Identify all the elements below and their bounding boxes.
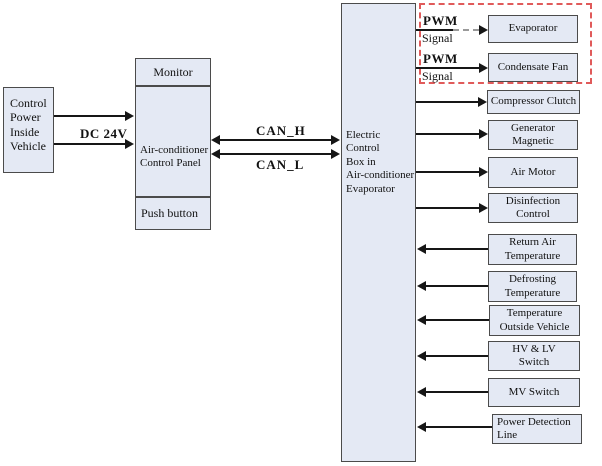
- arrowhead-right-icon: [331, 135, 340, 145]
- node-temperature-outside-vehicle: Temperature Outside Vehicle: [489, 305, 580, 336]
- node-push-button: Push button: [135, 197, 211, 230]
- arrowhead-left-icon: [417, 351, 426, 361]
- arrowhead-right-icon: [331, 149, 340, 159]
- node-control-power-inside-vehicle: Control Power Inside Vehicle: [3, 87, 54, 173]
- arrowhead-right-icon: [125, 111, 134, 121]
- arrowhead-left-icon: [417, 315, 426, 325]
- arrowhead-left-icon: [211, 135, 220, 145]
- arrowhead-left-icon: [417, 422, 426, 432]
- label-signal-1: Signal: [422, 31, 453, 45]
- label-pwm-2: PWM: [423, 51, 458, 66]
- node-electric-control-box: Electric Control Box in Air-conditioner …: [341, 3, 416, 462]
- node-generator-magnetic: Generator Magnetic: [488, 120, 578, 150]
- arrowhead-right-icon: [479, 167, 488, 177]
- node-compressor-clutch: Compressor Clutch: [487, 90, 580, 114]
- arrowhead-right-icon: [125, 139, 134, 149]
- node-return-air-temperature: Return Air Temperature: [488, 234, 577, 265]
- arrowhead-left-icon: [417, 281, 426, 291]
- node-power-detection-line: Power Detection Line: [492, 414, 582, 444]
- arrowhead-left-icon: [211, 149, 220, 159]
- node-mv-switch: MV Switch: [488, 378, 580, 407]
- arrowhead-right-icon: [479, 25, 488, 35]
- label-dc-24v: DC 24V: [80, 126, 128, 141]
- pwm-group-outline: [419, 3, 592, 84]
- label-can-h: CAN_H: [256, 123, 306, 138]
- node-disinfection-control: Disinfection Control: [488, 193, 578, 223]
- arrowhead-right-icon: [479, 129, 488, 139]
- label-pwm-1: PWM: [423, 13, 458, 28]
- dashed-line-segment: [453, 29, 479, 31]
- arrowhead-right-icon: [479, 63, 488, 73]
- node-evaporator: Evaporator: [488, 15, 578, 43]
- node-air-motor: Air Motor: [488, 157, 578, 188]
- node-monitor: Monitor: [135, 58, 211, 86]
- node-condensate-fan: Condensate Fan: [488, 53, 578, 82]
- label-signal-2: Signal: [422, 69, 453, 83]
- arrowhead-right-icon: [478, 97, 487, 107]
- arrowhead-left-icon: [417, 244, 426, 254]
- label-can-l: CAN_L: [256, 157, 305, 172]
- arrowhead-left-icon: [417, 387, 426, 397]
- node-air-conditioner-control-panel: Air-conditioner Control Panel: [135, 86, 211, 197]
- node-hv-lv-switch: HV & LV Switch: [488, 341, 580, 371]
- node-defrosting-temperature: Defrosting Temperature: [488, 271, 577, 302]
- arrowhead-right-icon: [479, 203, 488, 213]
